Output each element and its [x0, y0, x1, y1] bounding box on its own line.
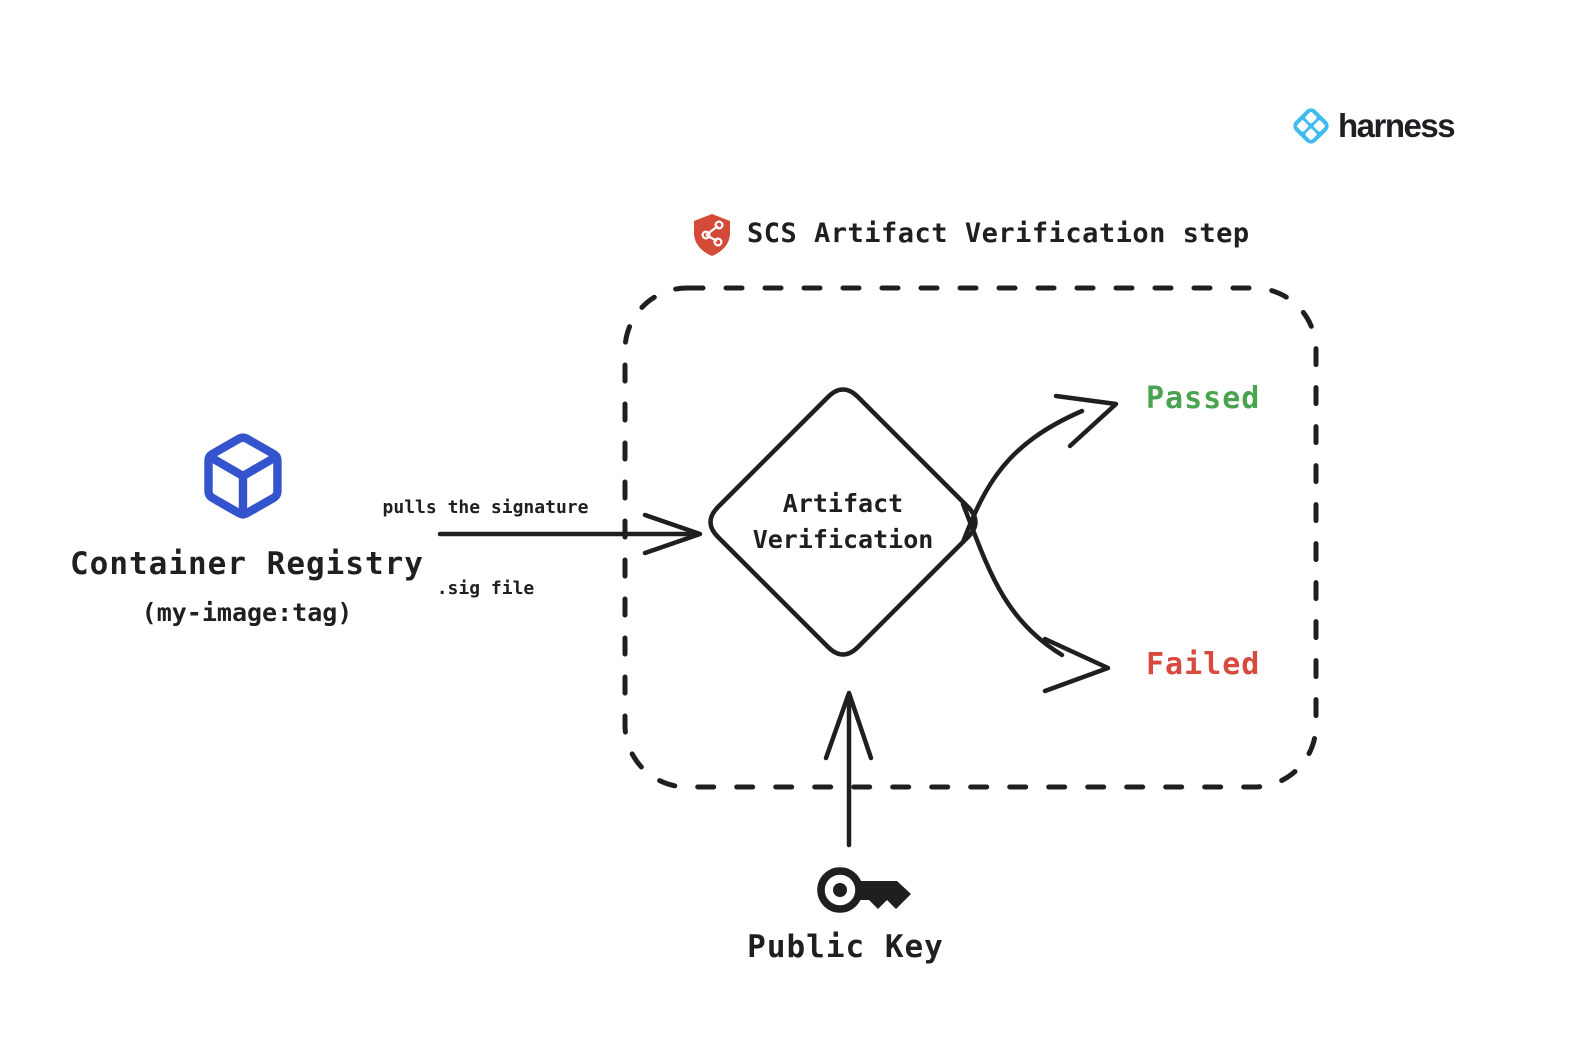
- shield-graph-icon: [694, 214, 730, 256]
- pull-arrow-label-line2: .sig file: [436, 578, 535, 599]
- decision-label-line1: Artifact: [782, 489, 904, 518]
- cube-icon: [204, 433, 282, 519]
- decision-label: Artifact Verification: [703, 452, 983, 592]
- step-title: SCS Artifact Verification step: [747, 217, 1250, 249]
- brand-name: harness: [1338, 107, 1456, 144]
- step-boundary-dashed-box: [622, 285, 1319, 790]
- passed-arrow: [960, 393, 1119, 545]
- container-registry-node: Container Registry (my-image:tag): [42, 546, 452, 627]
- pull-arrow-label-line1: pulls the signature: [382, 497, 589, 518]
- step-title-row: SCS Artifact Verification step: [690, 208, 1250, 258]
- public-key-arrow: [823, 690, 874, 848]
- public-key-label: Public Key: [747, 929, 944, 965]
- brand-logo: harness: [1291, 104, 1456, 148]
- pull-arrow: [437, 512, 703, 556]
- outcome-passed-label: Passed: [1146, 381, 1261, 416]
- container-registry-label: Container Registry: [70, 546, 424, 582]
- key-icon: [817, 867, 911, 913]
- outcome-failed-label: Failed: [1146, 647, 1261, 682]
- container-registry-tag: (my-image:tag): [141, 598, 353, 627]
- pull-arrow-label: pulls the signature .sig file: [368, 440, 603, 656]
- decision-label-line2: Verification: [752, 525, 934, 554]
- failed-arrow: [960, 501, 1111, 694]
- decision-diamond: [708, 387, 978, 657]
- harness-logo-icon: [1293, 108, 1329, 144]
